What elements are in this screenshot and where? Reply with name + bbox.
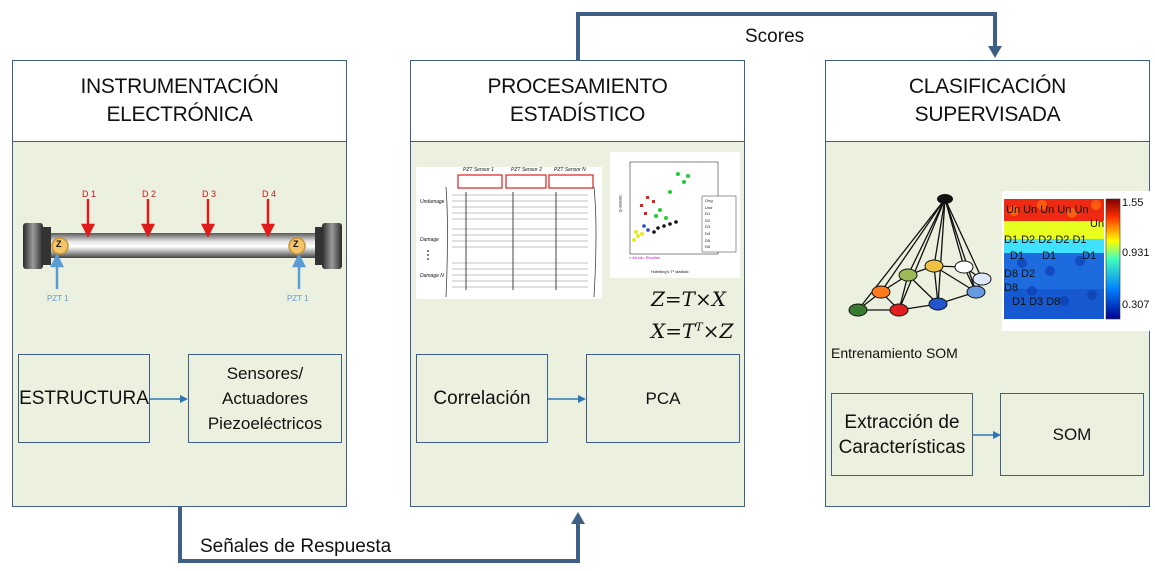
damage-arrow-icon [80,199,276,238]
damage-label-4: D 4 [262,189,277,199]
sensor-header-3: PZT Sensor N [554,167,586,173]
estructura-box: ESTRUCTURA [18,354,150,443]
scatter-thumbnail [610,152,740,278]
damage-label-3: D 3 [202,189,217,199]
row-label-damage: Damage [420,237,439,243]
sensors-actuators-box: Sensores/ Actuadores Piezoeléctricos [188,354,342,443]
signals-label: Señales de Respuesta [200,536,392,557]
pzt-badge-left: Z [56,239,62,249]
signals-matrix-thumbnail [416,167,602,299]
panel-instrumentation: INSTRUMENTACIÓN ELECTRÓNICA [12,60,347,507]
formula-z: Z=T×X [651,287,726,311]
panel-title: INSTRUMENTACIÓN ELECTRÓNICA [13,61,346,142]
scatter-note: × All rob. Ricelles [629,255,660,260]
flow-arrow [548,395,586,403]
row-label-undamage: Undamage [420,199,445,205]
flow-arrow [150,395,188,403]
panel-title: CLASIFICACIÓN SUPERVISADA [826,61,1149,142]
sensor-header-2: PZT Sensor 2 [511,167,542,173]
pzt-label-left: PZT 1 [47,294,69,303]
som-training-caption: Entrenamiento SOM [831,345,958,361]
panel-processing: PROCESAMIENTO ESTADÍSTICO PZT Sensor 1 P… [410,60,745,507]
correlacion-box: Correlación [416,354,548,443]
pipe-structure-illustration [23,199,342,289]
scatter-ylabel: Q-statistic [617,194,623,213]
scores-label: Scores [745,26,805,47]
feature-extraction-box: Extracción de Características [831,393,973,476]
row-label-damage-n: Damage N [420,273,444,279]
scatter-xlabel: Hotelling's T² statistic [651,269,689,274]
colorbar-tick-mid: 0.931 [1122,247,1150,259]
som-box: SOM [1000,393,1144,476]
colorbar-tick-max: 1.55 [1122,197,1144,209]
som-hexmap [1002,191,1154,331]
panel-classification: CLASIFICACIÓN SUPERVISADA [825,60,1154,507]
damage-label-2: D 2 [142,189,157,199]
pca-box: PCA [586,354,740,443]
sensor-header-1: PZT Sensor 1 [463,167,494,173]
damage-label-1: D 1 [82,189,97,199]
formula-x: X=TT×Z [651,319,734,343]
flow-arrow [973,431,1001,439]
pzt-badge-right: Z [293,239,299,249]
pzt-label-right: PZT 1 [287,294,309,303]
pzt-arrow-icon [49,253,307,289]
colorbar-tick-min: 0.307 [1122,299,1150,311]
scatter-legend: Ong Und D1 D2 D3 D4 D5 D6 [705,198,713,250]
panel-title: PROCESAMIENTO ESTADÍSTICO [411,61,744,142]
som-network-diagram [848,194,992,317]
